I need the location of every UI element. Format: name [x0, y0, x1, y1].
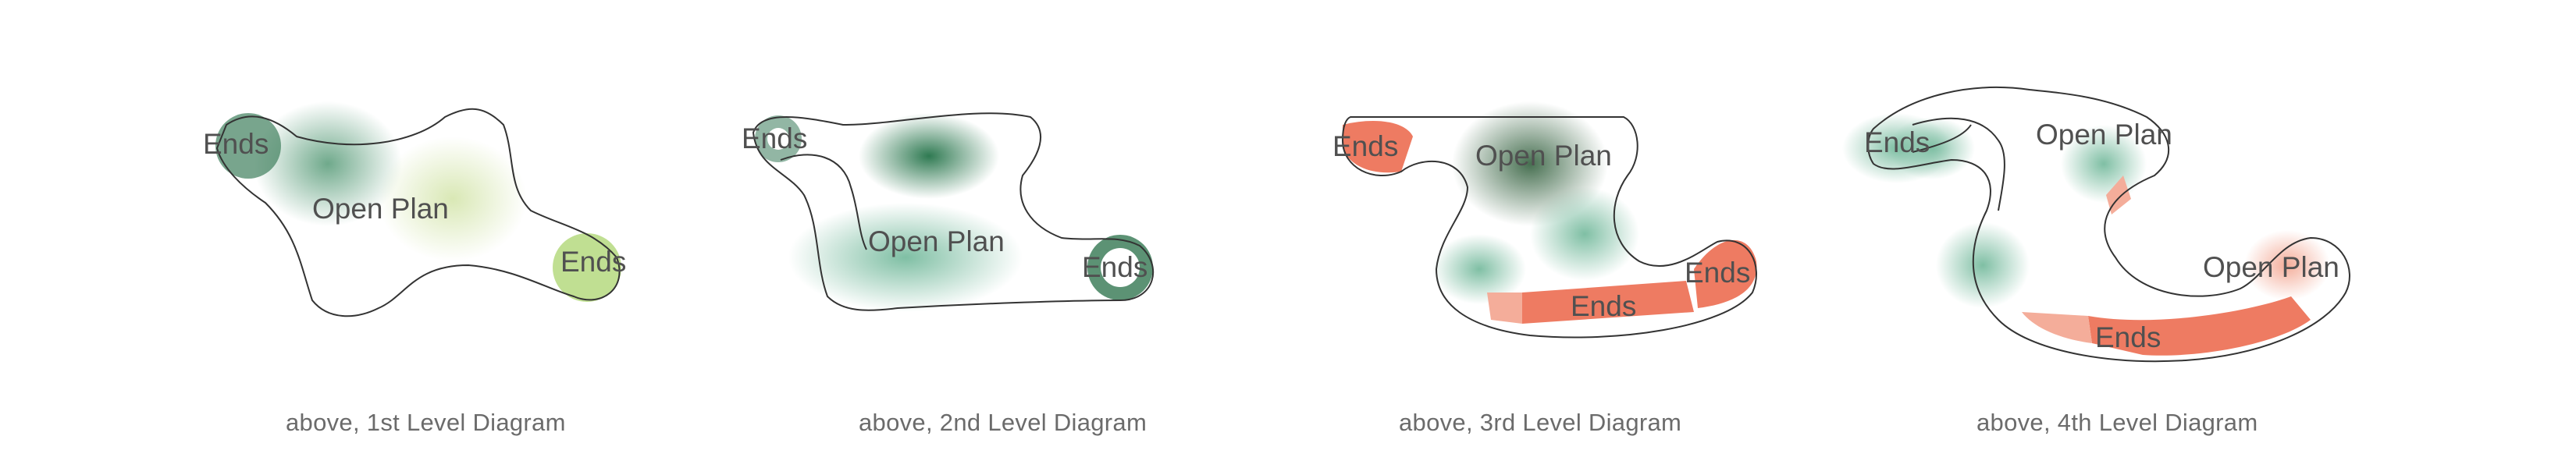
ends-label-right: Ends [1685, 257, 1750, 289]
open-plan-glow-right [2244, 230, 2330, 300]
level-2-outer-outline [752, 112, 1155, 311]
open-plan-upper-glow [859, 113, 999, 199]
caption-level-1: above, 1st Level Diagram [286, 409, 566, 436]
level-4-inner-outline [1912, 117, 2005, 211]
ends-label-top-left: Ends [1332, 130, 1398, 162]
ends-label-left: Ends [1864, 126, 1930, 158]
level-2-diagram: Ends Open Plan Ends [742, 112, 1155, 312]
open-plan-label: Open Plan [312, 193, 449, 225]
ends-label-bottom: Ends [1571, 290, 1636, 322]
open-plan-label-top: Open Plan [2036, 119, 2172, 151]
diagram-panel-4: Ends Open Plan Open Plan Ends above, 4th… [1842, 0, 2576, 468]
open-plan-lower-glow [788, 203, 1023, 312]
caption-level-2: above, 2nd Level Diagram [859, 409, 1147, 436]
level-1-diagram: Ends Open Plan Ends [203, 101, 626, 317]
ends-label-right: Ends [1082, 251, 1147, 283]
open-plan-label: Open Plan [1475, 140, 1612, 172]
diagram-panel-1: Ends Open Plan Ends above, 1st Level Dia… [0, 0, 626, 468]
level-3-diagram: Ends Open Plan Ends Ends [1332, 101, 1757, 339]
open-plan-yellow-glow [379, 136, 527, 261]
ends-label-left: Ends [203, 128, 269, 160]
ends-zone-bottom [2088, 296, 2311, 356]
ends-label-left: Ends [742, 122, 807, 154]
open-plan-label-right: Open Plan [2203, 251, 2339, 283]
ends-zone-yellow [553, 233, 621, 302]
level-4-diagram: Ends Open Plan Open Plan Ends [1842, 87, 2350, 363]
open-plan-side-glow [1530, 187, 1639, 281]
diagram-panel-2: Ends Open Plan Ends above, 2nd Level Dia… [624, 0, 1249, 468]
diagram-panel-3: Ends Open Plan Ends Ends above, 3rd Leve… [1249, 0, 1912, 468]
open-plan-label: Open Plan [868, 225, 1005, 257]
ends-zone-right [1694, 239, 1757, 308]
level-1-outline [215, 108, 621, 317]
ends-zone-top-left [1343, 121, 1413, 173]
ends-label-bottom: Ends [2095, 321, 2161, 353]
level-2-inner-outline [780, 154, 867, 250]
ends-zone-green [215, 113, 281, 179]
caption-level-3: above, 3rd Level Diagram [1399, 409, 1682, 436]
ends-zone-bottom [1522, 281, 1694, 324]
ends-label-right: Ends [560, 246, 626, 278]
caption-level-4: above, 4th Level Diagram [1976, 409, 2258, 436]
level-4-outer-outline [1867, 87, 2350, 363]
level-4-inner-outline-2 [1912, 124, 1972, 153]
level-3-outer-outline [1341, 116, 1757, 339]
